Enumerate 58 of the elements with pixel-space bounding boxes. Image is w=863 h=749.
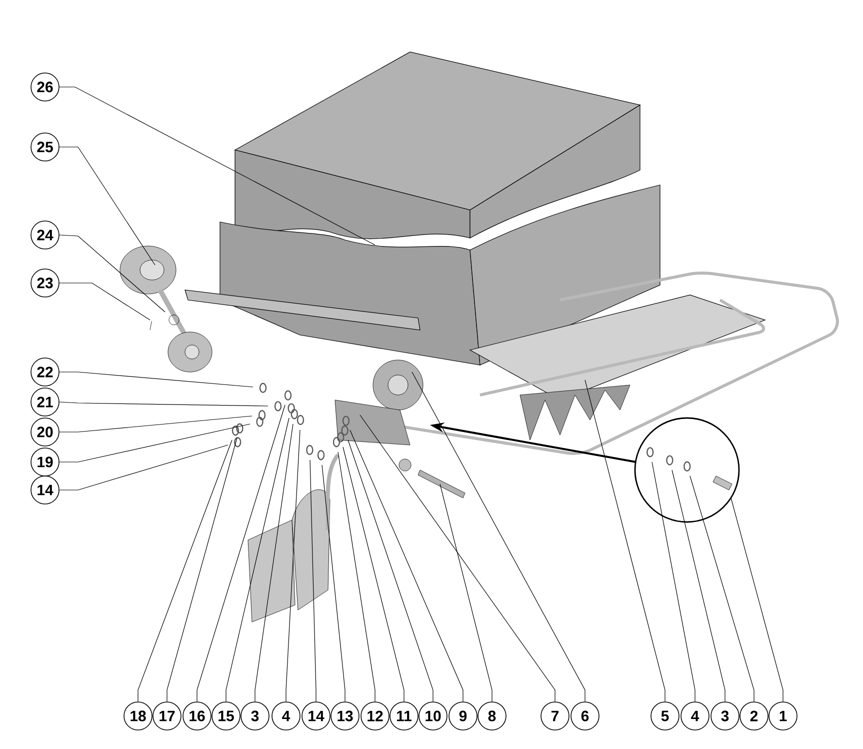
leader-line <box>59 146 156 266</box>
leader-line <box>348 440 434 702</box>
callout-number: 22 <box>30 358 60 386</box>
callout-number: 20 <box>30 418 60 446</box>
leader-line <box>338 452 376 702</box>
leader-line <box>59 234 166 312</box>
callout-number: 25 <box>30 132 60 162</box>
callout-number: 4 <box>272 702 300 730</box>
callout-number: 10 <box>418 702 448 730</box>
callout-number: 6 <box>570 702 600 730</box>
callout-number: 13 <box>330 702 360 730</box>
callout-number: 26 <box>30 72 60 102</box>
callout-number: 9 <box>448 702 478 730</box>
callout-number: 4 <box>680 702 710 730</box>
leader-line <box>59 86 376 246</box>
leader-line <box>59 424 250 462</box>
callout-number: 2 <box>740 702 768 730</box>
callout-number: 7 <box>540 702 570 730</box>
callout-number: 23 <box>30 268 60 298</box>
leader-line <box>59 372 254 388</box>
callout-number: 16 <box>182 702 212 730</box>
callout-number: 3 <box>240 702 270 730</box>
leader-line <box>672 470 726 702</box>
leader-line <box>59 416 252 432</box>
leader-line <box>286 430 300 702</box>
callout-number: 17 <box>152 702 182 730</box>
leader-line <box>652 462 696 702</box>
leader-line <box>59 282 150 320</box>
leader-line <box>440 484 492 702</box>
callout-number: 5 <box>650 702 680 730</box>
leader-line <box>166 438 238 702</box>
callout-number: 14 <box>30 476 60 504</box>
leader-line <box>59 402 268 406</box>
leader-line <box>730 498 784 702</box>
leader-line <box>310 460 316 702</box>
leader-line <box>59 444 228 490</box>
leader-line <box>690 476 754 702</box>
leader-line <box>322 464 346 702</box>
callout-number: 15 <box>212 702 240 730</box>
leader-line <box>342 446 404 702</box>
leader-line <box>350 430 464 702</box>
callout-number: 8 <box>478 702 506 730</box>
callout-number: 19 <box>30 448 60 476</box>
leader-line <box>196 404 286 702</box>
callout-number: 18 <box>124 702 152 730</box>
leader-line <box>226 418 290 702</box>
callout-number: 11 <box>390 702 418 730</box>
leader-line <box>584 380 666 702</box>
callout-number: 21 <box>30 388 60 416</box>
callout-number: 14 <box>302 702 330 730</box>
leader-line <box>254 424 294 702</box>
leader-line <box>138 440 232 702</box>
leader-line <box>412 372 586 702</box>
callout-number: 24 <box>30 220 60 250</box>
leader-line <box>360 414 556 702</box>
callout-number: 12 <box>360 702 390 730</box>
callout-number: 1 <box>768 702 798 730</box>
callout-number: 3 <box>710 702 740 730</box>
